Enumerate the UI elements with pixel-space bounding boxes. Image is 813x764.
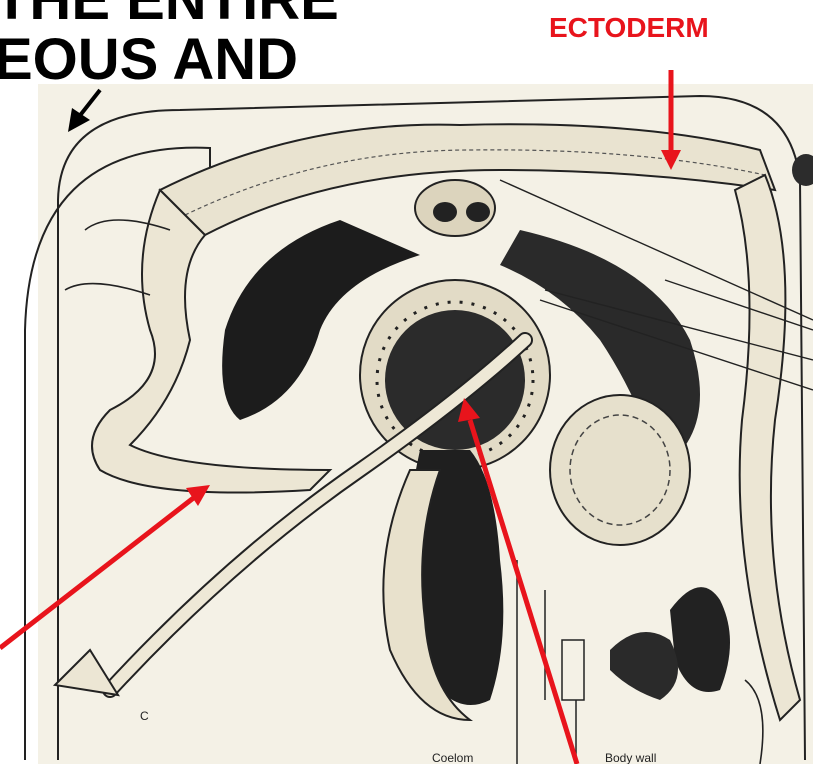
slide-title: THE ENTIRE EOUS AND xyxy=(0,0,339,90)
title-line-1: THE ENTIRE xyxy=(0,0,339,30)
leader-line-bottom-right xyxy=(745,680,763,764)
gonad-tissue-2 xyxy=(610,632,678,700)
title-line-2: EOUS AND xyxy=(0,30,339,90)
leader-line-left-2 xyxy=(65,284,150,295)
bottom-bracket xyxy=(562,640,584,700)
gonad-tissue xyxy=(670,587,730,692)
yolk-stalk-tip xyxy=(55,650,118,695)
notochord-right xyxy=(466,202,490,222)
top-left-arrow-shaft xyxy=(78,90,100,118)
mesonephros xyxy=(550,395,690,545)
ectoderm-callout-label: ECTODERM xyxy=(549,12,709,44)
label-coelom: Coelom xyxy=(432,751,473,764)
notochord xyxy=(433,202,457,222)
panel-letter: C xyxy=(140,709,149,723)
right-body-wall xyxy=(735,175,800,720)
top-left-arrow-head xyxy=(68,108,90,132)
label-body-wall: Body wall xyxy=(605,751,656,764)
